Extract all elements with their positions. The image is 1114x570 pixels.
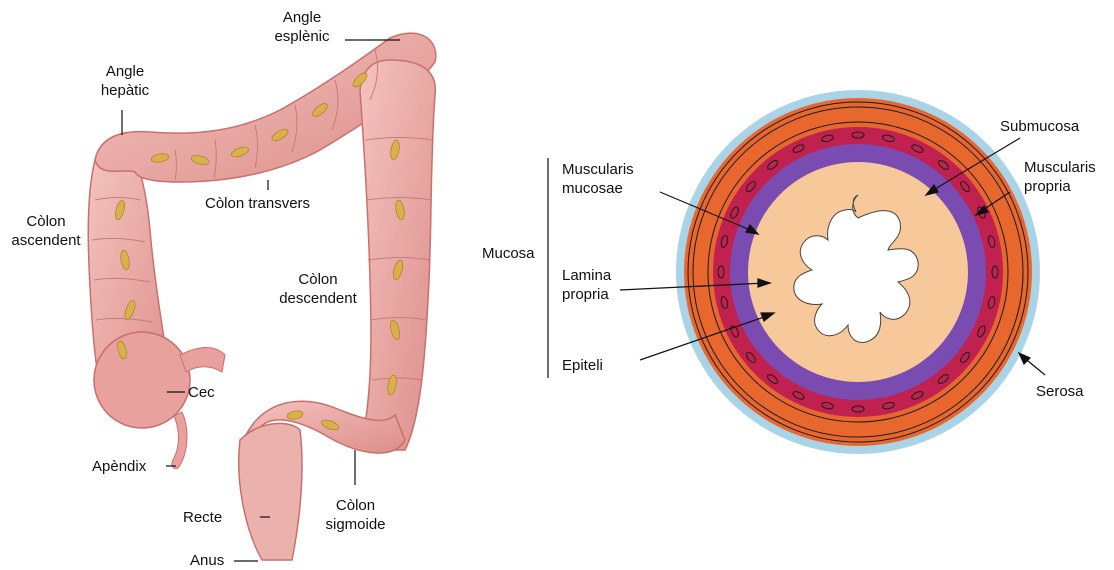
ileum <box>180 348 225 373</box>
label-colon-descendent-line2: descendent <box>268 289 368 308</box>
label-muscularis-propria-line2: propria <box>1024 177 1096 196</box>
label-muscularis-mucosae: Muscularis mucosae <box>562 160 634 198</box>
label-colon-descendent: Còlon descendent <box>268 270 368 308</box>
rectum <box>239 423 302 560</box>
label-recte: Recte <box>183 508 222 527</box>
label-angle-hepatic: Angle hepàtic <box>90 62 160 100</box>
label-mucosa: Mucosa <box>482 244 535 263</box>
label-lamina-propria-line2: propria <box>562 285 611 304</box>
label-colon-ascendent-line2: ascendent <box>5 231 87 250</box>
label-angle-hepatic-line2: hepàtic <box>90 81 160 100</box>
label-colon-sigmoide-line1: Còlon <box>318 496 393 515</box>
colon-wall-cross-section <box>548 90 1045 454</box>
label-cec: Cec <box>188 383 215 402</box>
label-angle-hepatic-line1: Angle <box>90 62 160 81</box>
label-colon-transvers: Còlon transvers <box>205 194 310 213</box>
large-intestine-illustration <box>88 33 436 561</box>
label-lamina-propria-line1: Lamina <box>562 266 611 285</box>
label-colon-ascendent-line1: Còlon <box>5 212 87 231</box>
appendix <box>172 412 187 468</box>
label-anus: Anus <box>190 551 224 570</box>
label-colon-sigmoide-line2: sigmoide <box>318 515 393 534</box>
label-angle-esplenic: Angle esplènic <box>262 8 342 46</box>
label-muscularis-propria: Muscularis propria <box>1024 158 1096 196</box>
label-muscularis-propria-line1: Muscularis <box>1024 158 1096 177</box>
caecum <box>94 332 190 428</box>
label-lamina-propria: Lamina propria <box>562 266 611 304</box>
label-colon-descendent-line1: Còlon <box>268 270 368 289</box>
label-colon-sigmoide: Còlon sigmoide <box>318 496 393 534</box>
label-apendix: Apèndix <box>92 457 146 476</box>
label-epiteli: Epiteli <box>562 356 603 375</box>
label-colon-ascendent: Còlon ascendent <box>5 212 87 250</box>
label-serosa: Serosa <box>1036 382 1084 401</box>
label-angle-esplenic-line2: esplènic <box>262 27 342 46</box>
label-angle-esplenic-line1: Angle <box>262 8 342 27</box>
label-muscularis-mucosae-line1: Muscularis <box>562 160 634 179</box>
label-submucosa: Submucosa <box>1000 117 1079 136</box>
label-muscularis-mucosae-line2: mucosae <box>562 179 634 198</box>
descending-colon <box>360 60 435 450</box>
